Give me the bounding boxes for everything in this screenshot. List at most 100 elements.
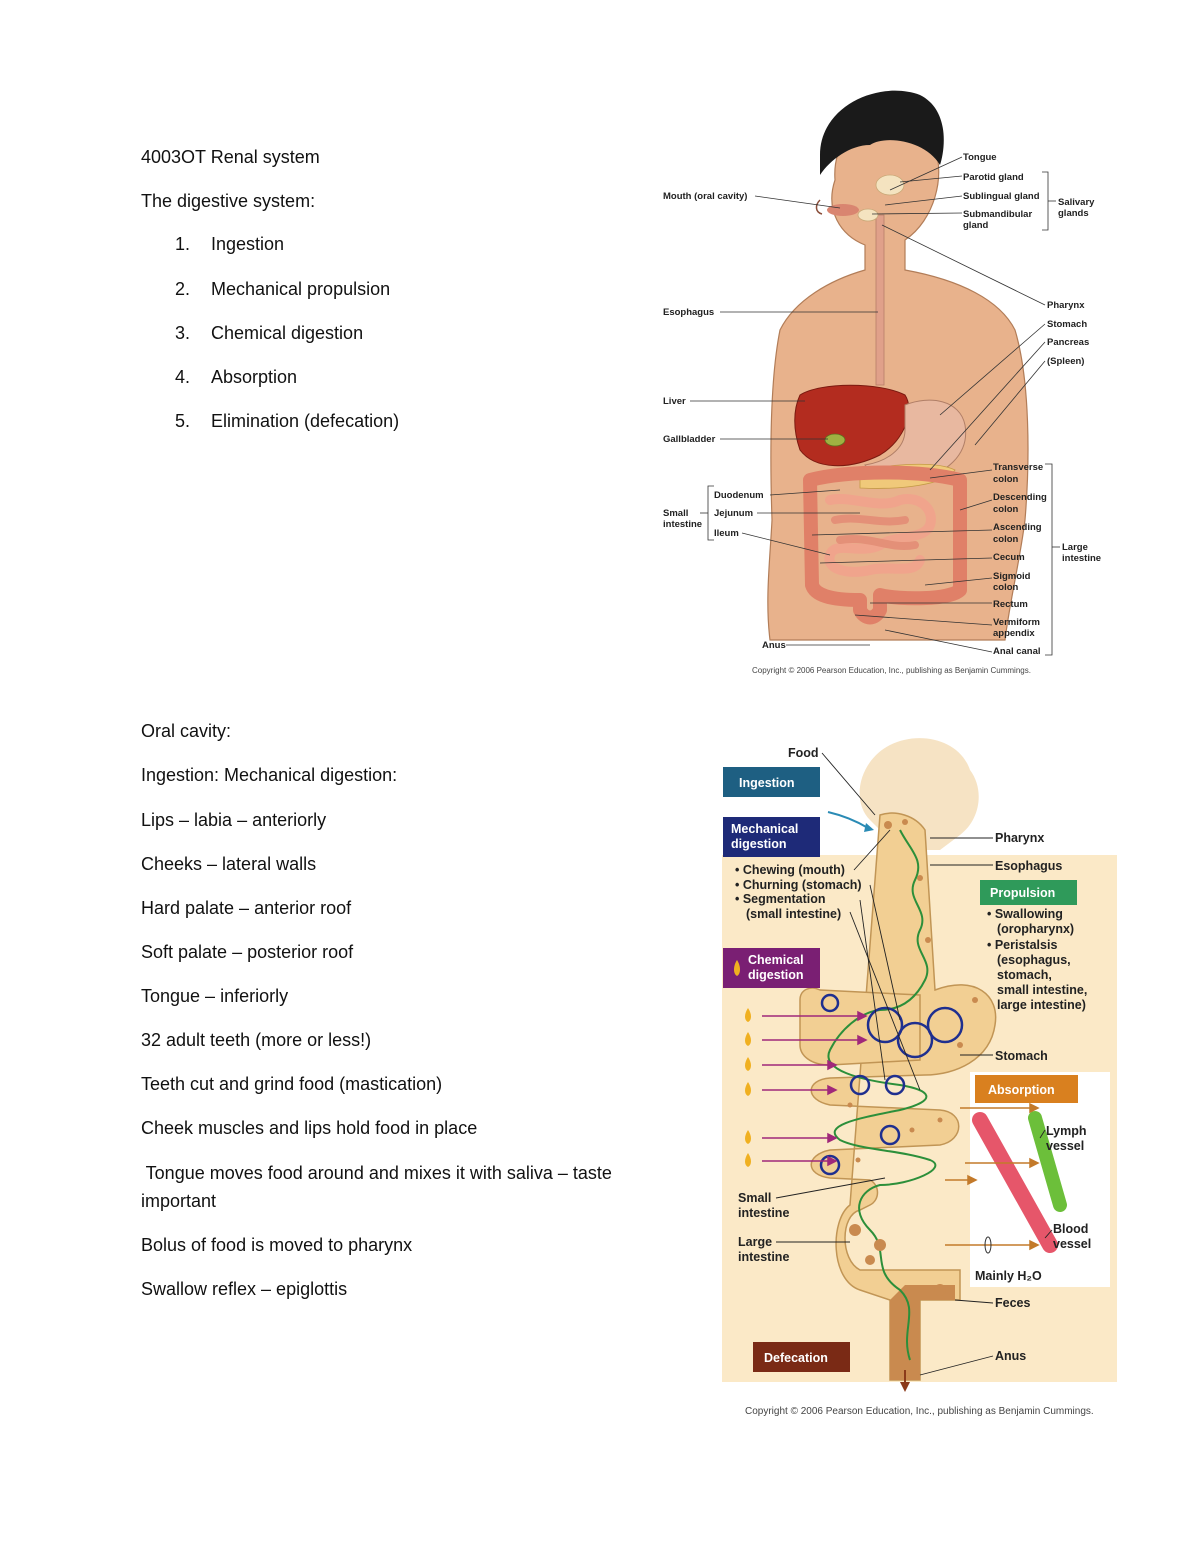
label-pharynx: Pharynx bbox=[1047, 300, 1085, 311]
label-sublingual-gland: Sublingual gland bbox=[963, 191, 1040, 202]
label-stomach: Stomach bbox=[995, 1049, 1048, 1063]
label-peristalsis: • Peristalsis bbox=[987, 938, 1057, 952]
label-small-intestine-2: intestine bbox=[663, 519, 702, 530]
small-intestine-organ bbox=[824, 494, 936, 577]
chemical-digestion-arrows bbox=[762, 1010, 868, 1167]
absorption-arrows bbox=[945, 1102, 1040, 1251]
text-line: Cheek muscles and lips hold food in plac… bbox=[141, 1118, 478, 1138]
food-particles bbox=[847, 819, 978, 1296]
label-peristalsis-1: (esophagus, bbox=[997, 953, 1071, 967]
label-segmentation-location: (small intestine) bbox=[746, 907, 841, 921]
label-large-intestine: Large bbox=[1062, 542, 1088, 553]
list-number: 2. bbox=[175, 279, 191, 299]
blood-vessel-shape bbox=[972, 1112, 1058, 1253]
label-lymph-vessel: Lymph bbox=[1046, 1124, 1087, 1138]
process-leader-lines bbox=[775, 752, 1053, 1376]
label-pharynx: Pharynx bbox=[995, 831, 1044, 845]
bolus-line: Bolus of food is moved to pharynx bbox=[141, 1235, 413, 1255]
label-lymph-vessel-2: vessel bbox=[1046, 1139, 1084, 1153]
label-transverse-colon-2: colon bbox=[993, 474, 1019, 485]
mechanical-digestion-box bbox=[723, 817, 820, 857]
list-text: Mechanical propulsion bbox=[211, 279, 391, 299]
anatomy-labels: Tongue Parotid gland Sublingual gland Su… bbox=[663, 152, 1101, 675]
label-tongue: Tongue bbox=[963, 152, 997, 163]
label-duodenum: Duodenum bbox=[714, 490, 764, 501]
absorption-panel bbox=[970, 1072, 1110, 1287]
list-number: 1. bbox=[175, 234, 191, 254]
label-ascending-colon-2: colon bbox=[993, 534, 1019, 545]
label-peristalsis-2: stomach, bbox=[997, 968, 1052, 982]
tongue-line-continued: important bbox=[141, 1191, 217, 1211]
churning-loops bbox=[819, 993, 964, 1176]
label-anus: Anus bbox=[995, 1349, 1026, 1363]
text-line: Hard palate – anterior roof bbox=[141, 898, 352, 918]
label-churning: • Churning (stomach) bbox=[735, 878, 862, 892]
label-small-intestine-2: intestine bbox=[738, 1206, 789, 1220]
oral-cavity-heading: Oral cavity: bbox=[141, 721, 232, 741]
label-blood-vessel-2: vessel bbox=[1053, 1237, 1091, 1251]
label-small-intestine: Small bbox=[663, 508, 688, 519]
label-mainly-water: Mainly H₂O bbox=[975, 1269, 1042, 1283]
text-line: Soft palate – posterior roof bbox=[141, 942, 354, 962]
label-chewing: • Chewing (mouth) bbox=[735, 863, 845, 877]
label-anal-canal: Anal canal bbox=[993, 646, 1041, 657]
digestive-system-anatomy-figure: Tongue Parotid gland Sublingual gland Su… bbox=[663, 90, 1101, 675]
label-absorption: Absorption bbox=[988, 1083, 1055, 1097]
water-marker bbox=[984, 1236, 992, 1254]
salivary-glands-organ bbox=[857, 174, 905, 222]
label-segmentation: • Segmentation bbox=[735, 892, 826, 906]
label-chemical-digestion: digestion bbox=[748, 968, 804, 982]
label-propulsion: Propulsion bbox=[990, 886, 1055, 900]
label-mechanical: Mechanical bbox=[731, 822, 798, 836]
list-text: Elimination (defecation) bbox=[211, 411, 400, 431]
label-defecation: Defecation bbox=[764, 1351, 828, 1365]
digestive-processes-figure: Food Ingestion Mechanical digestion • Ch… bbox=[722, 738, 1117, 1417]
label-rectum: Rectum bbox=[993, 599, 1028, 610]
label-sigmoid-colon: Sigmoid bbox=[993, 571, 1031, 582]
label-cecum: Cecum bbox=[993, 552, 1025, 563]
label-mouth: Mouth (oral cavity) bbox=[663, 191, 747, 202]
defecation-arrowhead bbox=[900, 1382, 910, 1392]
list-text: Chemical digestion bbox=[211, 323, 364, 343]
label-peristalsis-4: large intestine) bbox=[997, 998, 1086, 1012]
label-spleen: (Spleen) bbox=[1047, 356, 1084, 367]
tongue-line: Tongue moves food around and mixes it wi… bbox=[141, 1163, 612, 1183]
gut-tube bbox=[799, 812, 997, 1381]
large-intestine-organ bbox=[803, 465, 967, 625]
label-salivary-glands: Salivary bbox=[1058, 197, 1095, 208]
label-ileum: Ileum bbox=[714, 528, 739, 539]
drop-icon bbox=[734, 960, 740, 976]
label-vermiform-appendix: Vermiform bbox=[993, 617, 1040, 628]
label-salivary-glands-2: glands bbox=[1058, 208, 1089, 219]
digestive-system-heading: The digestive system: bbox=[141, 191, 316, 211]
label-pancreas: Pancreas bbox=[1047, 337, 1089, 348]
label-transverse-colon: Transverse bbox=[993, 462, 1043, 473]
label-parotid-gland: Parotid gland bbox=[963, 172, 1024, 183]
label-swallowing: • Swallowing bbox=[987, 907, 1063, 921]
list-number: 5. bbox=[175, 411, 191, 431]
feces-fill bbox=[890, 1285, 955, 1380]
text-line: 32 adult teeth (more or less!) bbox=[141, 1030, 372, 1050]
label-food: Food bbox=[788, 746, 819, 760]
label-feces: Feces bbox=[995, 1296, 1030, 1310]
list-text: Ingestion bbox=[211, 234, 285, 254]
ingestion-box bbox=[723, 767, 820, 797]
process-labels: Food Ingestion Mechanical digestion • Ch… bbox=[731, 746, 1094, 1417]
label-peristalsis-3: small intestine, bbox=[997, 983, 1087, 997]
label-descending-colon: Descending bbox=[993, 492, 1047, 503]
label-esophagus: Esophagus bbox=[995, 859, 1062, 873]
label-submandibular-gland: Submandibular bbox=[963, 209, 1032, 220]
label-vermiform-appendix-2: appendix bbox=[993, 628, 1035, 639]
ingestion-arrowhead bbox=[864, 823, 874, 832]
label-esophagus: Esophagus bbox=[663, 307, 714, 318]
label-oropharynx: (oropharynx) bbox=[997, 922, 1074, 936]
figure2-copyright: Copyright © 2006 Pearson Education, Inc.… bbox=[745, 1406, 1094, 1417]
label-small-intestine: Small bbox=[738, 1191, 771, 1205]
propulsion-box bbox=[980, 880, 1077, 905]
label-large-intestine-2: intestine bbox=[1062, 553, 1101, 564]
label-ingestion: Ingestion bbox=[739, 776, 795, 790]
label-stomach: Stomach bbox=[1047, 319, 1087, 330]
peristalsis-wave bbox=[827, 829, 937, 1361]
text-line: Teeth cut and grind food (mastication) bbox=[141, 1074, 443, 1094]
esophagus-organ bbox=[875, 214, 885, 386]
